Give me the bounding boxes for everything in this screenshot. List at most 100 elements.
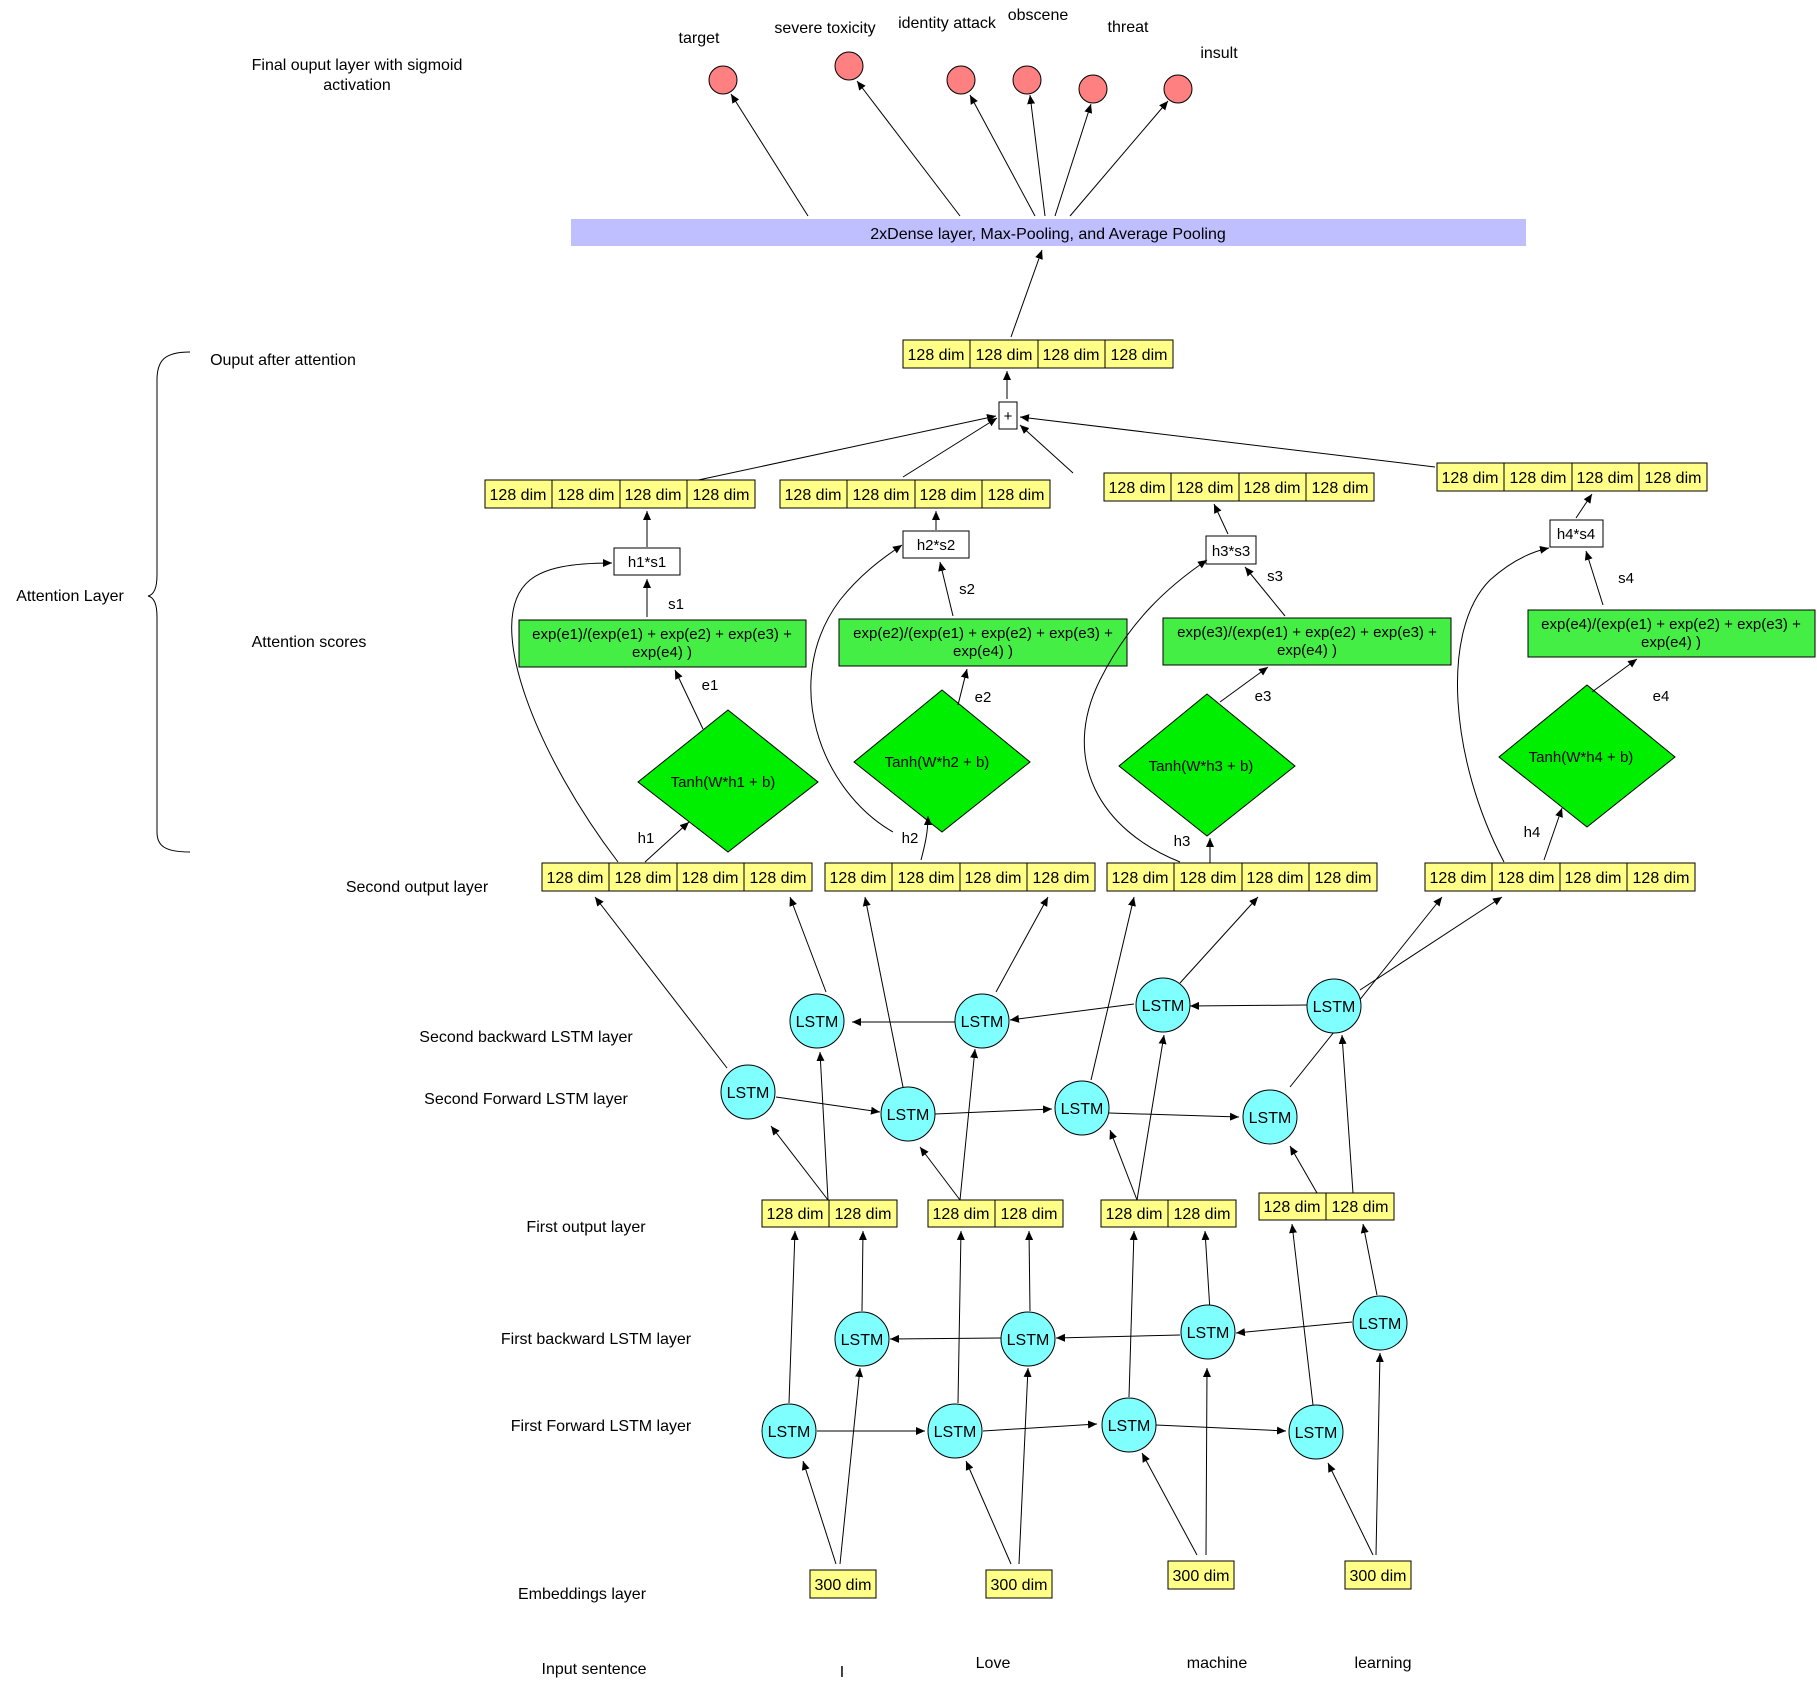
arrow <box>982 1420 1098 1432</box>
input-word: machine <box>1187 1655 1248 1672</box>
lstm-label: LSTM <box>1061 1101 1104 1118</box>
second-backward-lstm-layer: LSTM LSTM LSTM LSTM <box>789 977 1362 1049</box>
attention-column-2: 128 dim 128 dim 128 dim 128 dim h2*s2 ex… <box>779 479 1128 861</box>
lstm-node <box>720 1064 776 1120</box>
softmax-line2: exp(e4) ) <box>953 643 1013 660</box>
embedding-box <box>1167 1560 1235 1590</box>
input-sentence: I Love machine learning <box>840 1655 1412 1681</box>
energy-label: e1 <box>702 677 719 694</box>
arrow <box>1201 1230 1211 1312</box>
lstm-label: LSTM <box>887 1107 930 1124</box>
softmax-line1: exp(e4)/(exp(e1) + exp(e2) + exp(e3) + <box>1541 616 1801 633</box>
attention-scores-label: Attention scores <box>252 634 367 651</box>
score-label: s2 <box>959 581 975 598</box>
lstm-node <box>1000 1311 1056 1367</box>
energy-label: e3 <box>1255 688 1272 705</box>
curly-brace <box>147 351 191 853</box>
vector-cell: 128 dim <box>835 1206 892 1223</box>
vector-cell: 128 dim <box>490 487 547 504</box>
arrow <box>801 1460 837 1565</box>
first-output-vectors: 128 dim 128 dim 128 dim 128 dim 128 dim … <box>761 1192 1395 1228</box>
tanh-diamond <box>1118 693 1296 837</box>
skip-arrow <box>810 544 903 833</box>
tanh-diamond <box>637 709 819 853</box>
arrow <box>1375 1352 1384 1556</box>
lstm-label: LSTM <box>1142 998 1185 1015</box>
first-backward-lstm-layer: LSTM LSTM LSTM LSTM <box>834 1295 1408 1367</box>
second-output-vectors: 128 dim 128 dim 128 dim 128 dim 128 dim … <box>541 862 1696 892</box>
product-label: h3*s3 <box>1212 543 1250 560</box>
product-box <box>613 547 681 576</box>
lstm-label: LSTM <box>1359 1316 1402 1333</box>
tanh-diamond <box>1498 684 1676 828</box>
vector-cell: 128 dim <box>988 487 1045 504</box>
arrow <box>1359 896 1503 991</box>
second-output-vector-1: 128 dim 128 dim 128 dim 128 dim <box>541 862 813 892</box>
first-output-vector-4: 128 dim 128 dim <box>1258 1192 1395 1221</box>
vector-cell: 128 dim <box>1033 870 1090 887</box>
vector-cell: 128 dim <box>767 1206 824 1223</box>
arrow <box>862 896 904 1088</box>
product-label: h4*s4 <box>1557 526 1595 543</box>
softmax-line2: exp(e4) ) <box>632 644 692 661</box>
lstm-label: LSTM <box>796 1014 839 1031</box>
attention-bracket: Attention Layer <box>16 351 191 853</box>
skip-arrow <box>1456 545 1550 863</box>
lstm-node <box>1101 1397 1157 1453</box>
vector-cell: 128 dim <box>1112 870 1169 887</box>
lstm-label: LSTM <box>727 1085 770 1102</box>
vector-cell: 128 dim <box>1510 470 1567 487</box>
output-node-label: obscene <box>1008 7 1069 24</box>
vector-cell: 128 dim <box>1244 480 1301 497</box>
lstm-label: LSTM <box>1007 1332 1050 1349</box>
vector-cell: 128 dim <box>693 487 750 504</box>
output-node-label: threat <box>1108 19 1149 36</box>
vector-cell: 128 dim <box>1264 1199 1321 1216</box>
softmax-line1: exp(e1)/(exp(e1) + exp(e2) + exp(e3) + <box>532 626 792 643</box>
dense-to-output-arrows <box>730 80 1169 217</box>
tanh-label: Tanh(W*h2 + b) <box>885 754 990 771</box>
vector-cell: 128 dim <box>625 487 682 504</box>
softmax-box <box>518 619 807 668</box>
arrow <box>594 896 728 1069</box>
vector-cell: 128 dim <box>1174 1206 1231 1223</box>
embeddings-layer: 300 dim 300 dim 300 dim 300 dim <box>809 1560 1412 1599</box>
embedding-box <box>1344 1560 1412 1590</box>
embeddings-layer-label: Embeddings layer <box>518 1586 647 1603</box>
arrow <box>1289 1145 1318 1194</box>
lstm-node <box>1242 1089 1298 1145</box>
output-node-label: identity attack <box>898 15 997 32</box>
arrow <box>1213 503 1229 535</box>
arrow <box>1019 414 1436 468</box>
tanh-label: Tanh(W*h1 + b) <box>671 774 776 791</box>
arrow <box>1019 424 1074 474</box>
dense-layer: 2xDense layer, Max-Pooling, and Average … <box>571 219 1526 246</box>
vector-cell: 128 dim <box>976 347 1033 364</box>
embedding-label: 300 dim <box>1350 1568 1407 1585</box>
first-forward-lstm-layer: LSTM LSTM LSTM LSTM <box>761 1397 1344 1460</box>
skip-arrow <box>1083 559 1208 863</box>
vector-cell: 128 dim <box>1180 870 1237 887</box>
vector-cell: 128 dim <box>1177 480 1234 497</box>
output-node-severe-toxicity <box>834 51 864 81</box>
output-node-label: target <box>679 30 720 47</box>
arrow <box>1136 1034 1167 1201</box>
output-node-insult <box>1163 74 1193 104</box>
arrow <box>1009 1003 1135 1023</box>
arrow <box>1179 896 1259 984</box>
arrow <box>1010 249 1043 338</box>
arrow <box>1244 566 1286 617</box>
vector-cell: 128 dim <box>558 487 615 504</box>
lstm-node <box>1054 1080 1110 1136</box>
arrow <box>789 896 827 993</box>
arrow <box>1591 658 1638 693</box>
lstm-node <box>1352 1295 1408 1351</box>
arrow <box>1027 94 1046 217</box>
attention-column-4: 128 dim 128 dim 128 dim 128 dim h4*s4 ex… <box>1436 462 1816 863</box>
second-lstm-arrows <box>594 896 1503 1201</box>
softmax-line2: exp(e4) ) <box>1641 634 1701 651</box>
embedding-label: 300 dim <box>991 1577 1048 1594</box>
arrow <box>1360 1223 1378 1296</box>
lstm-node <box>1135 977 1191 1033</box>
vector-cell: 128 dim <box>1001 1206 1058 1223</box>
